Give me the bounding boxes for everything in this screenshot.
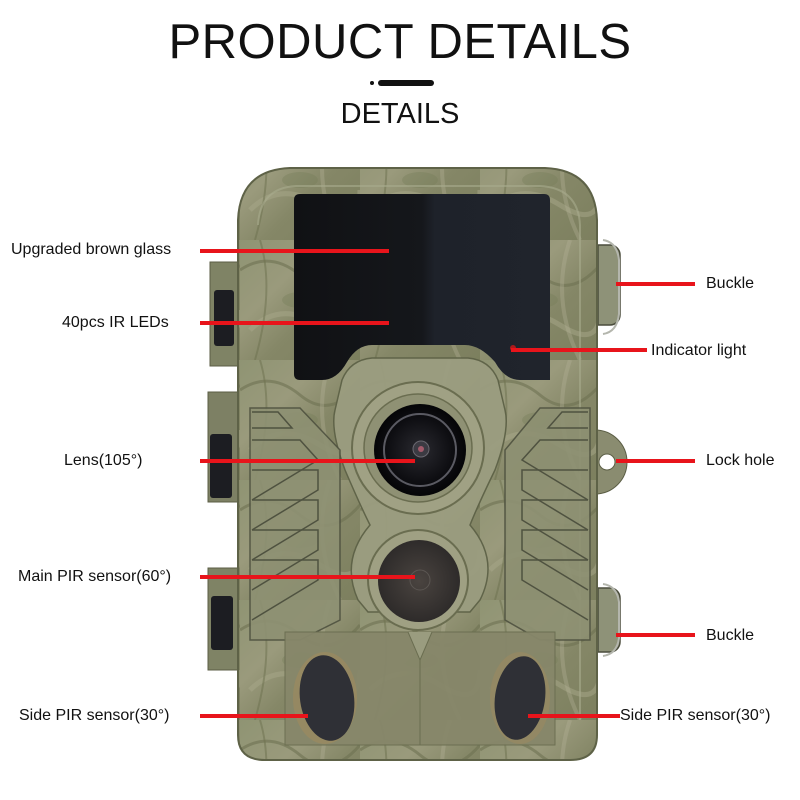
callout-line-lens [200, 459, 415, 463]
callout-line-indicator [511, 348, 647, 352]
callout-line-buckle-bottom [616, 633, 695, 637]
callout-label-indicator: Indicator light [651, 342, 747, 359]
callout-label-side-pir-left: Side PIR sensor(30°) [19, 707, 170, 724]
right-side-grip [504, 407, 591, 641]
page-title: PRODUCT DETAILS [168, 15, 632, 69]
title-divider [370, 80, 434, 86]
callout-label-buckle-bottom: Buckle [706, 627, 755, 644]
callout-label-main-pir: Main PIR sensor(60°) [18, 568, 172, 585]
callout-line-side-pir-right [528, 714, 620, 718]
divider-bar [378, 80, 434, 86]
left-hinges [207, 261, 243, 671]
brown-glass-panel [294, 194, 550, 380]
section-subtitle: DETAILS [340, 98, 460, 130]
right-hardware [594, 239, 628, 657]
callout-line-side-pir-left [200, 714, 308, 718]
main-pir-sensor [378, 540, 460, 622]
callout-label-brown-glass: Upgraded brown glass [11, 241, 172, 258]
left-side-grip [249, 407, 341, 641]
callout-label-lock-hole: Lock hole [706, 452, 775, 469]
right-side-pir [494, 656, 546, 740]
callout-line-main-pir [200, 575, 415, 579]
divider-dot [370, 81, 374, 85]
callout-line-buckle-top [616, 282, 695, 286]
callout-line-brown-glass [200, 249, 389, 253]
callout-line-lock-hole [616, 459, 695, 463]
callout-label-buckle-top: Buckle [706, 275, 755, 292]
callout-label-lens: Lens(105°) [64, 452, 143, 469]
callout-label-side-pir-right: Side PIR sensor(30°) [620, 707, 771, 724]
callout-line-ir-leds [200, 321, 389, 325]
left-side-pir [299, 655, 355, 741]
callout-label-ir-leds: 40pcs IR LEDs [62, 314, 169, 331]
